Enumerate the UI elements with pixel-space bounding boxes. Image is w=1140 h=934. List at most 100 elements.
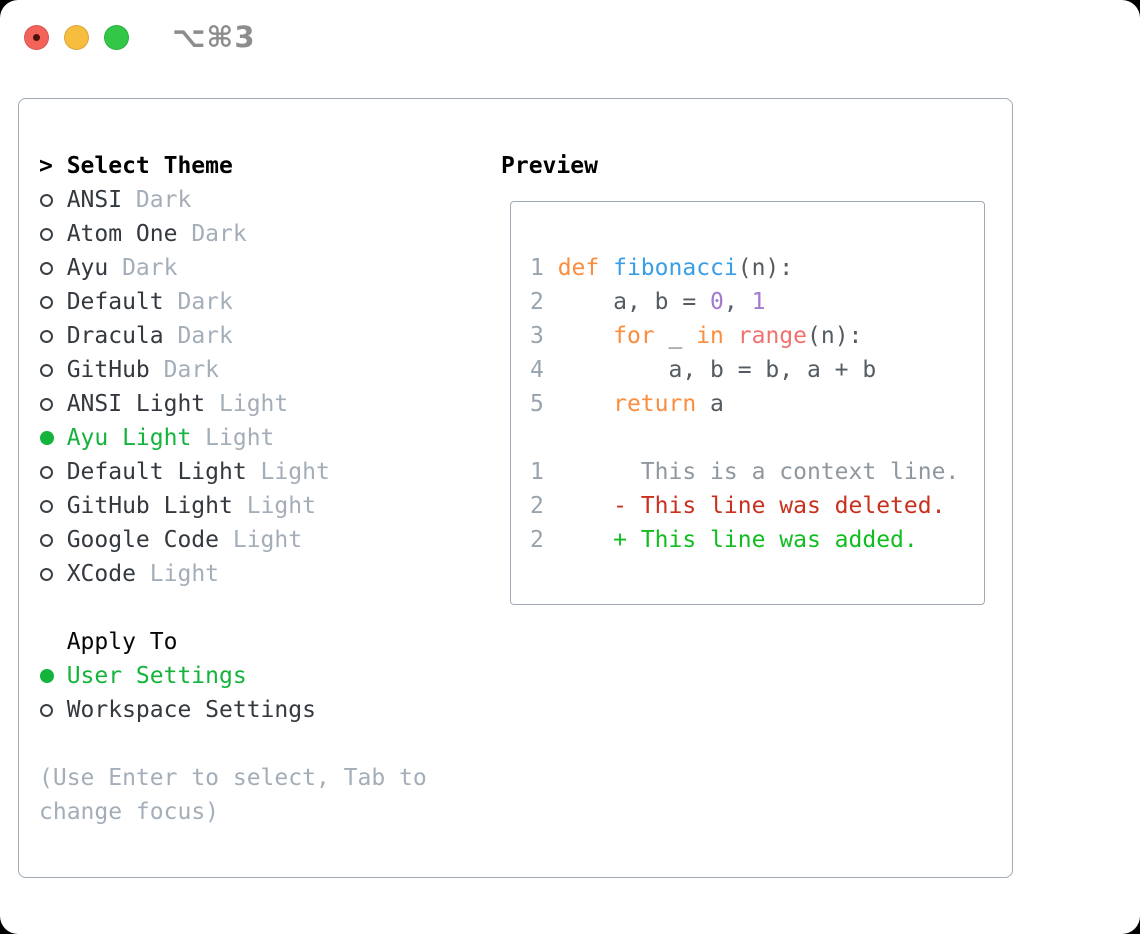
code-token: - This line was deleted. <box>557 493 946 519</box>
code-token <box>558 391 613 417</box>
radio-unselected-icon <box>39 363 67 377</box>
code-token: , <box>723 289 752 315</box>
preview-line: 5 return a <box>530 387 984 421</box>
theme-option[interactable]: Ayu Light Light <box>39 421 427 455</box>
apply-to-header: Apply To <box>39 625 427 659</box>
option-label: User Settings <box>66 663 247 689</box>
spacer <box>39 727 427 761</box>
option-variant-tag: Light <box>246 459 330 485</box>
line-number: 2 <box>530 289 558 315</box>
line-number: 2 <box>530 493 558 519</box>
option-variant-tag: Light <box>219 527 303 553</box>
focus-arrow-icon: > <box>39 153 53 179</box>
code-token: 0 <box>710 289 724 315</box>
theme-option[interactable]: ANSI Light Light <box>39 387 427 421</box>
radio-unselected-icon <box>39 703 67 717</box>
option-label: Default <box>66 289 164 315</box>
code-token: in <box>696 323 724 349</box>
radio-unselected-icon <box>39 295 67 309</box>
option-label: ANSI <box>66 187 123 213</box>
option-label: ANSI Light <box>66 391 206 417</box>
radio-unselected-icon <box>39 329 67 343</box>
line-number: 1 <box>530 255 558 281</box>
code-token: (n): <box>807 323 863 349</box>
theme-option[interactable]: ANSI Dark <box>39 183 427 217</box>
code-token: fibonacci <box>613 255 738 281</box>
option-variant-tag: Dark <box>122 187 192 213</box>
radio-unselected-icon <box>39 533 67 547</box>
theme-option[interactable]: XCode Light <box>39 557 427 591</box>
preview-line <box>530 421 984 455</box>
code-token: 1 <box>751 289 766 315</box>
preview-line <box>530 217 984 251</box>
code-token: (n): <box>737 255 794 281</box>
preview-line: 1 def fibonacci(n): <box>530 251 984 285</box>
line-number: 4 <box>530 357 558 383</box>
option-label: Default Light <box>66 459 247 485</box>
code-token: + This line was added. <box>557 527 918 553</box>
select-theme-header: > Select Theme <box>39 149 427 183</box>
radio-unselected-icon <box>39 227 67 241</box>
option-variant-tag: Dark <box>149 357 220 383</box>
theme-option[interactable]: Ayu Dark <box>39 251 427 285</box>
apply-to-option[interactable]: Workspace Settings <box>39 693 427 727</box>
theme-option[interactable]: Google Code Light <box>39 523 427 557</box>
option-variant-tag: Light <box>232 493 316 519</box>
apply-to-title: Apply To <box>66 629 178 655</box>
option-label: GitHub <box>66 357 150 383</box>
code-token <box>724 323 738 349</box>
option-label: Ayu <box>66 255 109 281</box>
code-token <box>558 323 613 349</box>
close-button[interactable] <box>24 25 49 50</box>
line-number: 1 <box>530 459 558 485</box>
option-label: GitHub Light <box>66 493 233 519</box>
theme-option[interactable]: GitHub Light Light <box>39 489 427 523</box>
apply-to-option[interactable]: User Settings <box>39 659 427 693</box>
theme-option[interactable]: Default Light Light <box>39 455 427 489</box>
option-label: Ayu Light <box>66 425 192 451</box>
maximize-button[interactable] <box>104 25 129 50</box>
option-variant-tag: Light <box>205 391 289 417</box>
preview-line: 2 a, b = 0, 1 <box>530 285 984 319</box>
option-variant-tag: Dark <box>108 255 178 281</box>
preview-line: 1 This is a context line. <box>530 455 984 489</box>
window-title: ⌥⌘3 <box>172 20 256 54</box>
option-label: Workspace Settings <box>66 697 316 723</box>
radio-selected-icon <box>39 431 67 445</box>
radio-unselected-icon <box>39 193 67 207</box>
theme-option[interactable]: GitHub Dark <box>39 353 427 387</box>
hint-line: change focus) <box>39 799 220 825</box>
code-token: _ <box>654 323 697 349</box>
option-label: Atom One <box>66 221 178 247</box>
preview-line: 2 + This line was added. <box>530 523 984 557</box>
select-theme-title: Select Theme <box>66 153 233 179</box>
unsaved-indicator-dot <box>33 34 40 41</box>
minimize-button[interactable] <box>64 25 89 50</box>
option-variant-tag: Light <box>135 561 220 587</box>
line-number: 2 <box>530 527 558 553</box>
line-number: 5 <box>530 391 558 417</box>
radio-unselected-icon <box>39 567 67 581</box>
option-variant-tag: Light <box>191 425 275 451</box>
option-label: Google Code <box>66 527 220 553</box>
preview-line <box>530 557 984 591</box>
option-variant-tag: Dark <box>177 221 247 247</box>
code-token: def <box>557 255 600 281</box>
option-label: XCode <box>66 561 136 587</box>
preview-line: 4 a, b = b, a + b <box>530 353 984 387</box>
theme-option[interactable]: Atom One Dark <box>39 217 427 251</box>
theme-option[interactable]: Default Dark <box>39 285 427 319</box>
preview-header: Preview <box>501 153 598 179</box>
radio-unselected-icon <box>39 499 67 513</box>
theme-option[interactable]: Dracula Dark <box>39 319 427 353</box>
preview-line: 2 - This line was deleted. <box>530 489 984 523</box>
radio-unselected-icon <box>39 397 67 411</box>
option-variant-tag: Dark <box>163 289 233 315</box>
code-token: a, b = <box>557 289 711 315</box>
